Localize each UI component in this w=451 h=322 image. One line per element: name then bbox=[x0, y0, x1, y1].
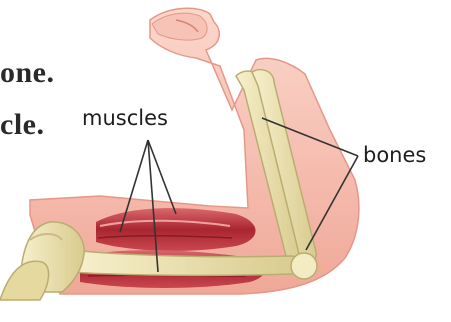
muscles-label: muscles bbox=[82, 106, 168, 130]
bones-label: bones bbox=[363, 143, 426, 167]
arm-bones bbox=[0, 70, 317, 300]
